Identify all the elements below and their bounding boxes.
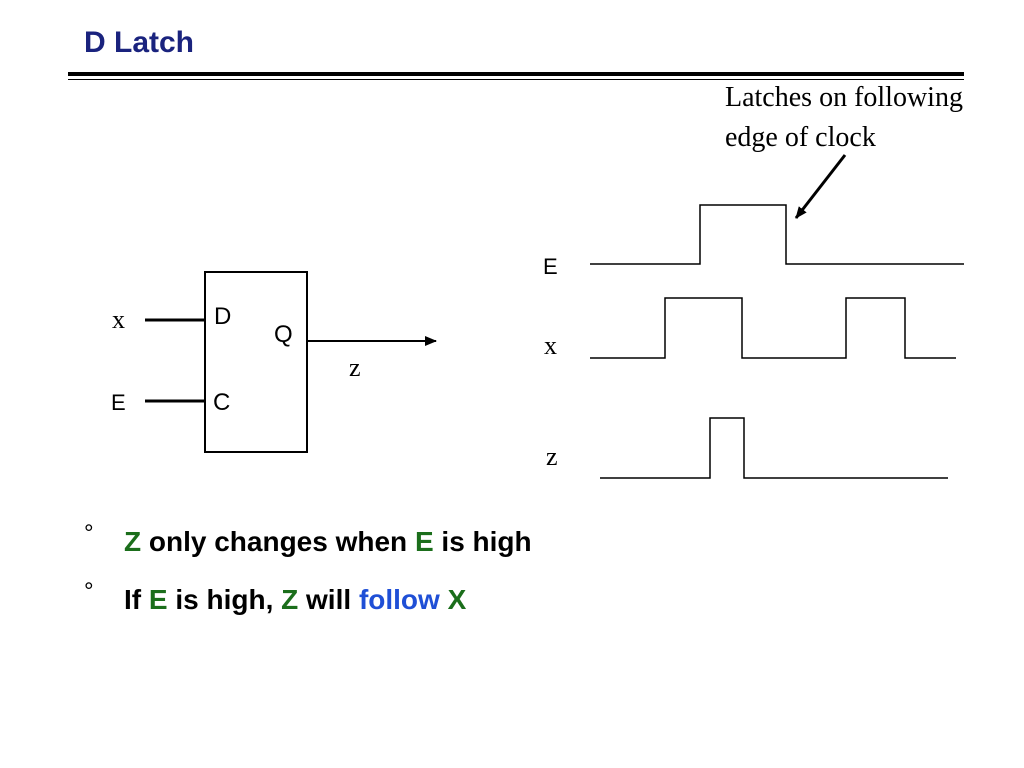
bullet-1-text-b: is high: [433, 526, 532, 557]
title-rule-thick: [68, 72, 964, 76]
pin-c-label: C: [213, 389, 230, 416]
bullet-1-text-a: only changes when: [141, 526, 415, 557]
input-e-label: E: [111, 390, 126, 415]
bullet-2-z: Z: [281, 584, 299, 615]
slide-title: D Latch: [84, 26, 195, 59]
input-x-label: x: [112, 305, 125, 334]
bullet-2-e: E: [148, 584, 168, 615]
bullet-1-z: Z: [124, 526, 142, 557]
bullet-2-x: X: [439, 584, 467, 615]
timing-z-label: z: [546, 442, 558, 471]
timing-e-label: E: [543, 254, 558, 279]
bullet-text-1: Z only changes when E is high: [124, 526, 532, 558]
title-rule-thin: [68, 79, 964, 80]
timing-diagram: E x z: [543, 204, 964, 479]
bullet-2-follow: follow: [358, 584, 440, 615]
pin-d-label: D: [214, 303, 231, 330]
callout-arrow: [794, 154, 847, 219]
waveform-z: [600, 417, 948, 479]
bullet-mark-2: °: [84, 578, 94, 605]
timing-x-label: x: [544, 331, 557, 360]
callout-line-1: Latches on following: [725, 82, 963, 113]
bullet-1-e: E: [414, 526, 434, 557]
bullet-2-text-c: will: [298, 584, 359, 615]
bullet-text-2: If E is high, Z will follow X: [124, 584, 466, 616]
bullet-mark-1: °: [84, 520, 94, 547]
latch-box: [204, 271, 308, 453]
waveform-e: [590, 204, 964, 265]
callout: Latches on following edge of clock: [725, 82, 963, 219]
callout-line-2: edge of clock: [725, 122, 876, 153]
output-z-label: z: [349, 353, 361, 382]
bullet-2-text-b: is high,: [167, 584, 282, 615]
pin-q-label: Q: [274, 321, 293, 348]
bullet-2-text-a: If: [124, 584, 149, 615]
waveform-x: [590, 297, 956, 359]
latch-block: x E D C Q z: [111, 271, 437, 453]
